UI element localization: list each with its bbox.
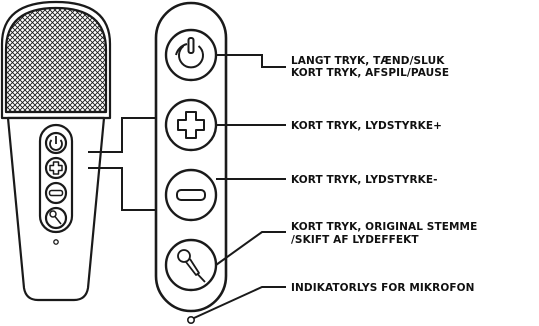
plus-icon	[177, 111, 205, 139]
indicator-light-icon	[187, 315, 196, 324]
connector-lines	[88, 117, 160, 211]
microphone-illustration	[0, 0, 112, 302]
power-label-line2: KORT TRYK, AFSPIL/PAUSE	[291, 67, 450, 79]
microphone-icon	[177, 249, 206, 283]
volume-down-label: KORT TRYK, LYDSTYRKE-	[291, 174, 438, 186]
handle-plus-button	[44, 156, 68, 180]
indicator-label: INDIKATORLYS FOR MIKROFON	[291, 282, 475, 294]
handle-mic-button	[44, 206, 68, 230]
microphone-head-frame	[0, 0, 112, 120]
mic-label-line1: KORT TRYK, ORIGINAL STEMME	[291, 221, 478, 233]
power-label-line1: LANGT TRYK, TÆND/SLUK	[291, 55, 445, 67]
leader-lines	[193, 54, 286, 319]
volume-up-label: KORT TRYK, LYDSTYRKE+	[291, 120, 443, 132]
button-panel	[154, 1, 228, 324]
power-icon	[175, 37, 204, 69]
handle-indicator-light	[53, 239, 59, 245]
button-panel-outline	[154, 1, 228, 313]
mic-label-line2: /SKIFT AF LYDEFFEKT	[291, 234, 419, 246]
minus-icon	[176, 189, 206, 201]
volume-down-button	[164, 168, 218, 222]
handle-power-button	[44, 131, 68, 155]
handle-minus-button	[44, 181, 68, 205]
microphone-grille	[4, 6, 108, 114]
